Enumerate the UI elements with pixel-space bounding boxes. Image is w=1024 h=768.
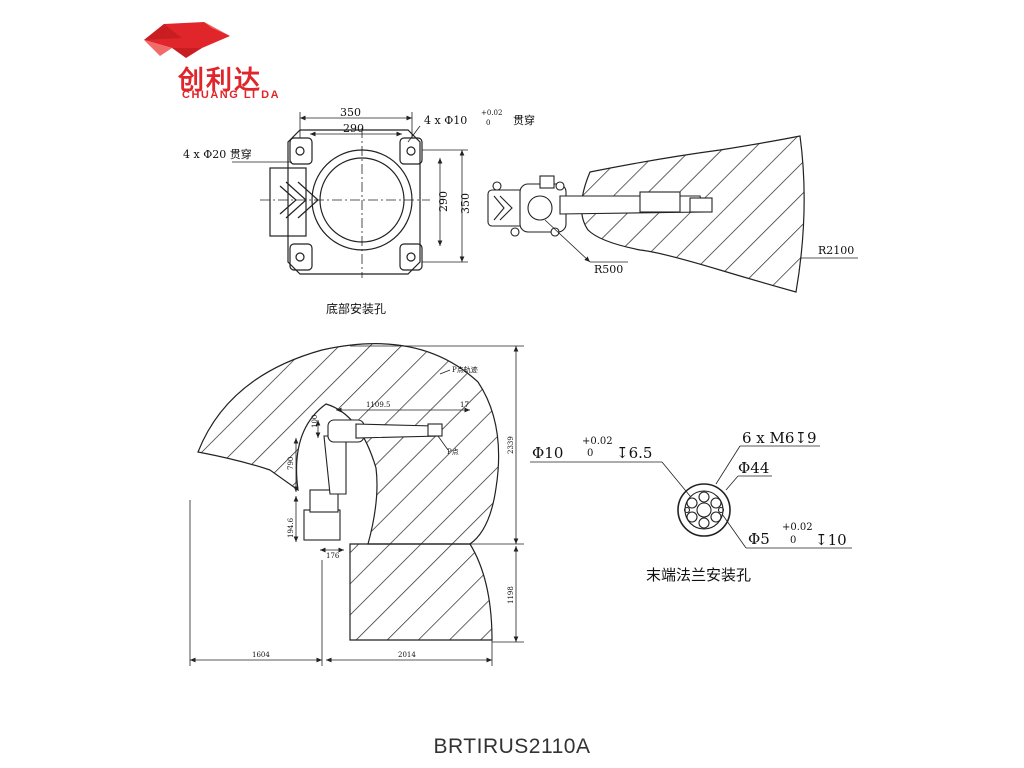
top-radius-inner: R500 <box>594 263 623 276</box>
dim-base-width-outer: 350 <box>340 106 361 119</box>
hole-small-suffix: 贯穿 <box>513 113 535 127</box>
hole-small-tol-bottom: 0 <box>486 119 490 127</box>
base-view-caption: 底部安装孔 <box>326 301 386 316</box>
dim-base-height-outer: 350 <box>459 193 472 214</box>
dim-side-height-lower: 1198 <box>507 586 515 604</box>
dim-side-176: 176 <box>326 552 340 560</box>
hole-small-label: 4 x Φ10 <box>424 114 467 127</box>
dim-side-top: 1109.5 <box>366 401 391 409</box>
flange-pcd-label: Φ44 <box>738 459 769 477</box>
flange-view-caption: 末端法兰安装孔 <box>646 566 751 584</box>
flange-pin-depth: ↧6.5 <box>616 444 652 462</box>
flange-small-pin-label: Φ5 <box>748 530 770 548</box>
flange-pin-tol-bottom: 0 <box>587 448 593 459</box>
flange-thread-label: 6 x M6↧9 <box>742 429 817 447</box>
dim-side-bottom-right: 2014 <box>398 651 416 659</box>
dim-base-width-inner: 290 <box>343 122 364 135</box>
logo-emblem-icon <box>144 22 230 58</box>
top-radius-outer: R2100 <box>818 244 854 257</box>
brand-logo <box>142 18 312 108</box>
brand-name-cn: 创利达 <box>178 66 263 96</box>
base-mount-view <box>232 112 468 278</box>
model-name: BRTIRUS2110A <box>433 735 591 758</box>
dim-side-194: 194.6 <box>287 517 295 538</box>
flange-pin-tol-top: +0.02 <box>582 436 613 447</box>
dim-side-bottom-left: 1604 <box>252 651 270 659</box>
dim-side-100: 100 <box>311 415 319 428</box>
dim-side-top-right: 17 <box>460 401 469 409</box>
flange-small-pin-depth: ↧10 <box>815 531 847 549</box>
side-workspace-view <box>189 343 524 666</box>
flange-pin-hole-label: Φ10 <box>532 444 563 462</box>
dim-side-790: 790 <box>287 457 295 470</box>
dim-side-height-upper: 2339 <box>507 436 515 454</box>
side-trajectory-label: P点轨迹 <box>452 365 478 374</box>
flange-small-pin-tol-top: +0.02 <box>782 522 813 533</box>
dim-base-height-inner: 290 <box>437 191 450 212</box>
hole-small-tol-top: +0.02 <box>481 109 502 117</box>
flange-view <box>530 445 852 549</box>
brand-name-en: CHUANG LI DA <box>182 89 281 101</box>
hole-large-label: 4 x Φ20 贯穿 <box>183 147 252 161</box>
flange-small-pin-tol-bottom: 0 <box>790 535 796 546</box>
side-point-label: P点 <box>447 448 459 456</box>
top-reach-view <box>487 135 858 293</box>
